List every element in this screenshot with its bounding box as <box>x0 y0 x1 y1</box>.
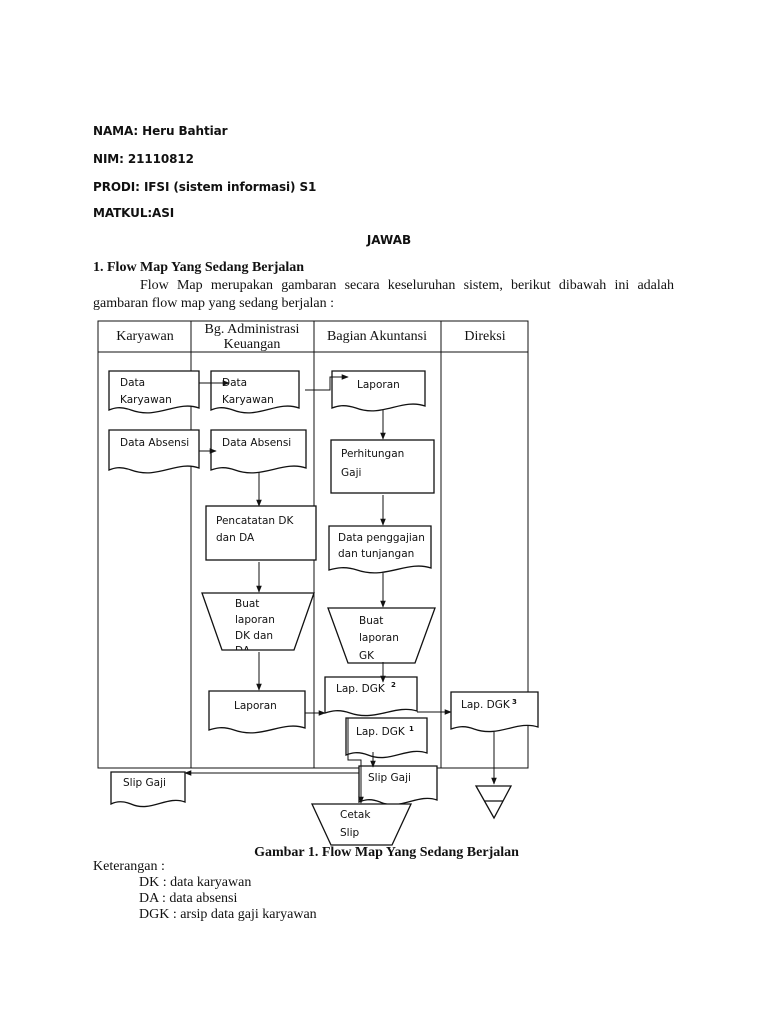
archive-icon <box>474 785 513 820</box>
answer-heading: JAWAB <box>366 233 412 247</box>
node-text: 3 <box>512 698 517 706</box>
doc-lap-dgk-1 <box>345 717 428 759</box>
node-text: 2 <box>391 681 396 689</box>
doc-admin-laporan <box>208 690 306 734</box>
node-text: Laporan <box>357 379 400 391</box>
doc-lap-dgk-2 <box>324 676 418 717</box>
node-text: Data Absensi <box>222 437 291 449</box>
node-text: laporan <box>235 614 275 626</box>
lane-akuntansi: Bagian Akuntansi <box>327 329 427 344</box>
doc-lap-dgk-3 <box>450 691 539 733</box>
node-text: Data <box>222 377 247 389</box>
node-text: Gaji <box>341 467 361 479</box>
node-text: GK <box>359 650 375 662</box>
legend-item-dk: DK : data karyawan <box>139 875 252 890</box>
node-text: Data penggajian <box>338 532 425 544</box>
node-text: Data <box>120 377 145 389</box>
legend-title: Keterangan : <box>93 859 165 874</box>
node-text: Karyawan <box>222 394 274 406</box>
node-text: Buat <box>359 615 383 627</box>
node-text: Slip Gaji <box>123 777 166 789</box>
node-text: Data Absensi <box>120 437 189 449</box>
node-text: dan DA <box>216 532 255 544</box>
doc-admin-data-absensi <box>210 429 307 474</box>
section-heading: 1. Flow Map Yang Sedang Berjalan <box>93 260 305 275</box>
node-text: DK dan <box>235 630 273 642</box>
node-text: Lap. DGK <box>461 699 511 711</box>
student-name: NAMA: Heru Bahtiar <box>93 124 228 138</box>
doc-akuntansi-laporan <box>331 370 426 412</box>
doc-karyawan-data-karyawan <box>108 370 200 414</box>
lane-direksi: Direksi <box>464 329 505 344</box>
node-text: dan tunjangan <box>338 548 414 560</box>
swimlane-frame <box>97 320 529 769</box>
doc-data-penggajian <box>328 525 432 574</box>
node-text: Cetak <box>340 809 371 821</box>
student-prodi: PRODI: IFSI (sistem informasi) S1 <box>93 180 317 194</box>
node-text: 1 <box>409 725 414 733</box>
legend-item-dgk: DGK : arsip data gaji karyawan <box>139 907 317 922</box>
node-text: Lap. DGK <box>356 726 406 738</box>
doc-slip-gaji-karyawan <box>110 771 186 808</box>
node-text: Pencatatan DK <box>216 515 294 527</box>
flow-connectors <box>184 374 497 804</box>
legend-item-da: DA : data absensi <box>139 891 238 906</box>
manual-cetak-slip <box>310 803 413 846</box>
process-perhitungan-gaji <box>330 439 435 494</box>
node-text: laporan <box>359 632 399 644</box>
manual-buat-laporan-dk <box>201 592 315 651</box>
node-text: Slip <box>340 827 359 839</box>
manual-buat-laporan-gk <box>327 607 436 664</box>
figure-caption: Gambar 1. Flow Map Yang Sedang Berjalan <box>254 845 519 860</box>
flow-map-diagram: Karyawan Bg. Administrasi Keuangan Bagia… <box>97 320 539 846</box>
node-text: Karyawan <box>120 394 172 406</box>
doc-admin-data-karyawan <box>210 370 300 414</box>
node-text: Lap. DGK <box>336 683 386 695</box>
doc-karyawan-data-absensi <box>108 429 200 474</box>
node-text: Laporan <box>234 700 277 712</box>
lane-administrasi-line2: Keuangan <box>224 337 281 352</box>
node-text: Buat <box>235 598 259 610</box>
lane-administrasi-line1: Bg. Administrasi <box>205 322 300 337</box>
node-text: DA <box>235 645 251 657</box>
lane-karyawan: Karyawan <box>116 329 174 344</box>
node-text: Perhitungan <box>341 448 404 460</box>
student-matkul: MATKUL:ASI <box>93 206 175 220</box>
intro-paragraph: Flow Map merupakan gambaran secara kesel… <box>93 278 674 311</box>
process-pencatatan <box>205 505 317 561</box>
student-nim: NIM: 21110812 <box>93 152 194 166</box>
node-text: Slip Gaji <box>368 772 411 784</box>
